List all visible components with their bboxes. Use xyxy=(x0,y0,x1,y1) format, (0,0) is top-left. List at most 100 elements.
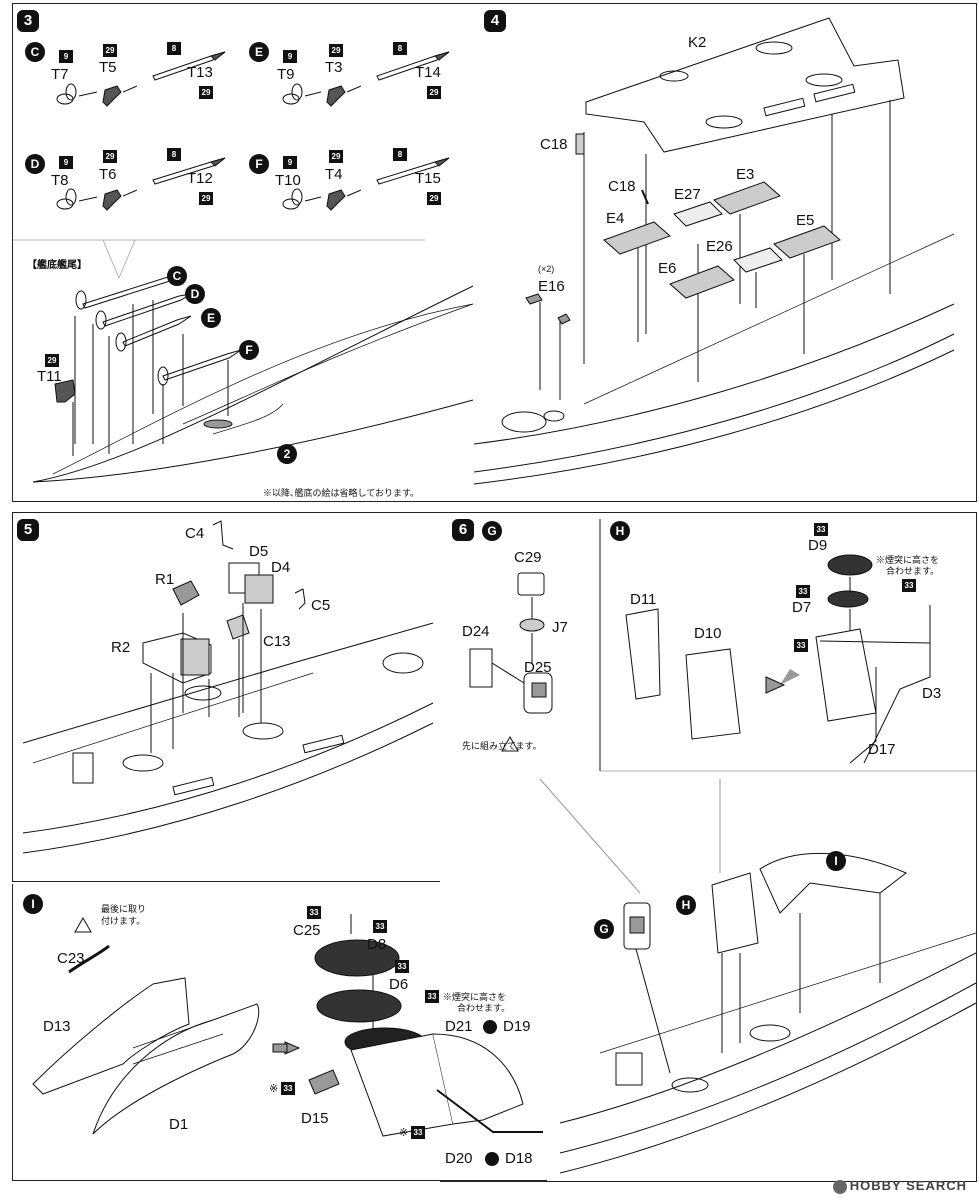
paint-code-tag: 9 xyxy=(283,50,297,63)
footnote: ※以降､艦底の絵は省略しております。 xyxy=(263,488,420,498)
paint-code-tag: 8 xyxy=(393,42,407,55)
part-label: T13 xyxy=(187,64,213,81)
height-note: ※煙突に高さを xyxy=(443,992,507,1002)
assembly-note: 先に組み立てます。 xyxy=(462,741,542,751)
connector-icon xyxy=(485,1152,499,1166)
part-label: C18 xyxy=(540,136,568,153)
part-label: D4 xyxy=(271,559,291,576)
paint-code-tag: 33 xyxy=(814,523,828,536)
part-label: T6 xyxy=(99,166,117,183)
warning-note: 付けます。 xyxy=(101,916,146,926)
part-label: D11 xyxy=(630,591,657,608)
step-5-drawing xyxy=(22,520,434,854)
watermark: HOBBY SEARCH xyxy=(832,1178,967,1194)
paint-code-tag: 29 xyxy=(427,86,441,99)
part-label: E4 xyxy=(606,210,625,227)
subassembly-i-marker: I xyxy=(23,894,43,914)
subassembly-h-marker: H xyxy=(610,521,630,541)
part-label: D7 xyxy=(792,599,812,616)
paint-code-tag: 33 xyxy=(902,579,916,592)
connector-icon xyxy=(483,1020,497,1034)
part-label: D5 xyxy=(249,543,269,560)
subassembly-c-marker: C xyxy=(167,266,187,286)
step-3-drawing xyxy=(13,51,474,483)
step-3-panel: 3 xyxy=(12,3,476,502)
subassembly-e-marker: E xyxy=(201,308,221,328)
part-label: T12 xyxy=(187,170,213,187)
subassembly-i-marker: I xyxy=(826,851,846,871)
part-label: T15 xyxy=(415,170,441,187)
part-label: D19 xyxy=(503,1018,531,1035)
part-label: T3 xyxy=(325,59,343,76)
part-label: C4 xyxy=(185,525,205,542)
part-label: C29 xyxy=(514,549,542,566)
part-label: E27 xyxy=(674,186,701,203)
subassembly-f-marker: F xyxy=(239,340,259,360)
part-label: D25 xyxy=(524,659,552,676)
part-label: C25 xyxy=(293,922,321,939)
part-label: T5 xyxy=(99,59,117,76)
part-label: T8 xyxy=(51,172,69,189)
part-label: D13 xyxy=(43,1018,71,1035)
height-note: ※煙突に高さを xyxy=(876,555,940,565)
paint-code-tag: 29 xyxy=(329,44,343,57)
paint-code-tag: 8 xyxy=(167,148,181,161)
watermark-logo-icon xyxy=(832,1180,847,1194)
paint-code-tag: 8 xyxy=(167,42,181,55)
step-6-number: 6 xyxy=(452,519,474,541)
part-label: T4 xyxy=(325,166,343,183)
part-label: D6 xyxy=(389,976,409,993)
step-3-number: 3 xyxy=(17,10,39,32)
part-label: D20 xyxy=(445,1150,473,1167)
paint-code-tag: 33 xyxy=(373,920,387,933)
part-label: T14 xyxy=(415,64,441,81)
part-label: C18 xyxy=(608,178,636,195)
part-label: T10 xyxy=(275,172,301,189)
paint-code-tag: 29 xyxy=(427,192,441,205)
watermark-text: HOBBY SEARCH xyxy=(849,1178,967,1194)
height-note: 合わせます。 xyxy=(457,1003,511,1013)
option-mark: ※ xyxy=(399,1127,409,1139)
subassembly-e-marker: E xyxy=(249,42,269,62)
part-label: E16 xyxy=(538,278,565,295)
paint-code-tag: 29 xyxy=(199,192,213,205)
part-label: D8 xyxy=(367,936,387,953)
part-label: C5 xyxy=(311,597,331,614)
part-label: E6 xyxy=(658,260,677,277)
step-i-panel: I 最後に取り 付けます。 C23 D13 D1 33 C xyxy=(12,884,547,1181)
part-label: D18 xyxy=(505,1150,533,1167)
option-mark: ※ xyxy=(269,1083,279,1095)
height-note: 合わせます。 xyxy=(886,566,940,576)
subassembly-d-marker: D xyxy=(185,284,205,304)
subassembly-d-marker: D xyxy=(25,154,45,174)
part-label: R2 xyxy=(111,639,131,656)
step-ref-2-marker: 2 xyxy=(277,444,297,464)
part-label: D1 xyxy=(169,1116,189,1133)
part-label: D21 xyxy=(445,1018,473,1035)
part-label: C23 xyxy=(57,950,85,967)
paint-code-tag: 9 xyxy=(59,156,73,169)
part-label: D9 xyxy=(808,537,828,554)
subassembly-f-marker: F xyxy=(249,154,269,174)
step-i-drawing xyxy=(32,914,543,1137)
part-label: C13 xyxy=(263,633,291,650)
subassembly-c-marker: C xyxy=(25,42,45,62)
section-title: 【艦底艦尾】 xyxy=(27,260,87,271)
paint-code-tag: 33 xyxy=(281,1082,295,1095)
paint-code-tag: 29 xyxy=(199,86,213,99)
paint-code-tag: 33 xyxy=(796,585,810,598)
part-label: J7 xyxy=(552,619,568,636)
paint-code-tag: 33 xyxy=(425,990,439,1003)
step-4-number: 4 xyxy=(484,10,506,32)
warning-note: 最後に取り xyxy=(101,904,147,914)
paint-code-tag: 33 xyxy=(794,639,808,652)
step-6-drawing xyxy=(469,519,976,1174)
paint-code-tag: 29 xyxy=(45,354,59,367)
part-label: K2 xyxy=(688,34,707,51)
paint-code-tag: 29 xyxy=(329,150,343,163)
paint-code-tag: 33 xyxy=(411,1126,425,1139)
step-4-panel: 4 xyxy=(474,3,977,502)
subassembly-h-marker: H xyxy=(676,895,696,915)
part-label: T9 xyxy=(277,66,295,83)
part-label: E26 xyxy=(706,238,733,255)
